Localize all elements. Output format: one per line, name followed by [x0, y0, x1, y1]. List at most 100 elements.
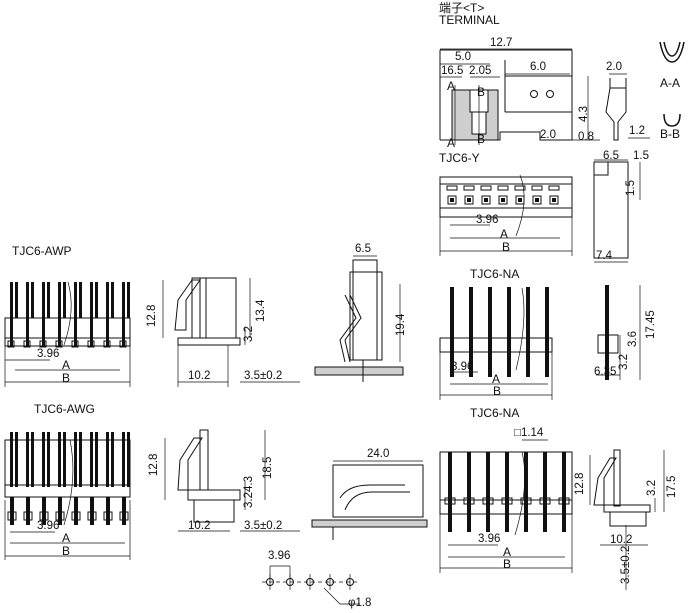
- tjc6-na-bottom-dim-3-5: 3.5±0.2: [620, 545, 632, 584]
- pcb-dim-pitch: 3.96: [268, 550, 291, 562]
- tjc6-na-top-dim-b: B: [493, 384, 502, 398]
- tjc6-awg-dim-24-0: 24.0: [367, 448, 390, 460]
- pin-pad: [119, 511, 129, 521]
- terminal-dim-0-8: 0.8: [578, 131, 594, 143]
- tjc6-na-top-side-view: [596, 285, 641, 380]
- tjc6-y-dim-b: B: [502, 240, 511, 254]
- tjc6-awg-dim-18-5: 18.5: [262, 456, 274, 479]
- connector-pin: [79, 432, 82, 487]
- cavity-contact: [535, 198, 539, 202]
- cavity-hole: [464, 195, 474, 205]
- header-pin: [450, 287, 454, 377]
- tjc6-y-dim-a: A: [500, 227, 509, 241]
- solder-tail: [74, 497, 78, 525]
- tjc6-na-bottom-dim-17-5: 17.5: [666, 475, 678, 498]
- connector-pin: [95, 432, 98, 487]
- pin-collar: [444, 497, 456, 505]
- pin-pad: [7, 340, 15, 348]
- tjc6-awp-dim-b: B: [62, 371, 71, 385]
- cavity-slot: [548, 185, 560, 191]
- terminal-dim-5-0: 5.0: [455, 51, 471, 63]
- pin-pad: [23, 511, 33, 521]
- tjc6-awp-dim-3-5: 3.5±0.2: [244, 370, 283, 382]
- connector-pin: [127, 432, 130, 487]
- terminal-section-a-bottom: A: [447, 136, 456, 150]
- cavity-contact: [450, 198, 454, 202]
- terminal-dim-2-0-bottom: 2.0: [540, 129, 556, 141]
- pin-pad: [71, 340, 79, 348]
- terminal-section-a-top: A: [447, 79, 456, 93]
- header-pin: [488, 287, 492, 377]
- pin-collar: [539, 497, 551, 505]
- connector-pin: [74, 282, 77, 346]
- cavity-contact: [484, 198, 488, 202]
- tjc6-na-top-dim-a: A: [492, 372, 501, 386]
- tjc6-na-top-front-view: [439, 287, 553, 400]
- tjc6-awg-side-view: [164, 429, 300, 532]
- pin-pad: [7, 511, 17, 521]
- tjc6-awg-dim-12-8: 12.8: [148, 453, 160, 476]
- terminal-front-view: [605, 41, 685, 141]
- tjc6-awg-dim-4-3: 4.3: [243, 476, 255, 492]
- cavity-hole: [447, 195, 457, 205]
- header-pin: [469, 287, 473, 377]
- solder-tail: [122, 497, 126, 525]
- solder-tail: [90, 497, 94, 525]
- header-pin: [467, 452, 471, 532]
- cavity-hole: [498, 195, 508, 205]
- tjc6-y-dim-7-4: 7.4: [596, 250, 612, 262]
- pcb-dim-hole-diameter: φ1.8: [348, 597, 372, 609]
- connector-pin: [63, 282, 66, 318]
- tjc6-awg-dim-3-2: 3.2: [243, 492, 255, 508]
- terminal-title-en: TERMINAL: [439, 13, 500, 27]
- connector-pin: [111, 432, 114, 487]
- terminal-dim-4-3: 4.3: [578, 106, 590, 122]
- pin-pad: [39, 340, 47, 348]
- terminal-side-view: [439, 48, 600, 145]
- solder-tail: [10, 497, 14, 525]
- header-pin: [562, 452, 566, 532]
- tjc6-y-title: TJC6-Y: [439, 151, 480, 165]
- pin-collar: [520, 497, 532, 505]
- header-pin: [545, 287, 549, 377]
- tjc6-awp-mated-view: [314, 255, 404, 382]
- tjc6-awg-dim-10-2: 10.2: [188, 520, 211, 532]
- solder-tail: [26, 497, 30, 525]
- header-pin: [524, 452, 528, 532]
- connector-pin: [26, 432, 29, 487]
- tjc6-awg-dim-b: B: [62, 544, 71, 558]
- cavity-hole: [549, 195, 559, 205]
- tjc6-na-bottom-title: TJC6-NA: [470, 406, 520, 420]
- view-label-b-b: B-B: [660, 127, 681, 141]
- solder-tail: [58, 497, 62, 525]
- view-label-a-a: A-A: [660, 76, 681, 90]
- header-pin: [505, 452, 509, 532]
- tjc6-awp-front-view: [4, 281, 131, 387]
- tjc6-na-bottom-front-view: [439, 439, 573, 573]
- tjc6-y-dim-6-5: 6.5: [603, 150, 619, 162]
- connector-pin: [42, 432, 45, 487]
- pin-pad: [103, 340, 111, 348]
- pin-collar: [463, 497, 475, 505]
- cavity-contact: [518, 198, 522, 202]
- tjc6-awg-mated-view: [311, 460, 428, 540]
- pin-collar: [482, 497, 494, 505]
- tjc6-na-bottom-side-view: [589, 449, 665, 590]
- terminal-section-b-bottom: B: [477, 132, 486, 146]
- terminal-dim-12-7: 12.7: [490, 37, 513, 49]
- connector-pin: [10, 432, 13, 487]
- tjc6-na-bottom-dim-a: A: [503, 545, 512, 559]
- connector-pin: [111, 282, 114, 318]
- tjc6-na-top-dim-3-2: 3.2: [618, 354, 630, 370]
- connector-pin: [58, 282, 61, 346]
- tjc6-y-housing-side: [593, 159, 641, 263]
- terminal-title-cn: 端子<T>: [439, 1, 485, 15]
- tjc6-awg-dim-a: A: [62, 531, 71, 545]
- connector-pin: [15, 432, 18, 487]
- tjc6-y-housing-front: [439, 174, 573, 256]
- pin-collar: [501, 497, 513, 505]
- pin-pad: [71, 511, 81, 521]
- pin-pad: [23, 340, 31, 348]
- pcb-hole-layout: [262, 565, 360, 605]
